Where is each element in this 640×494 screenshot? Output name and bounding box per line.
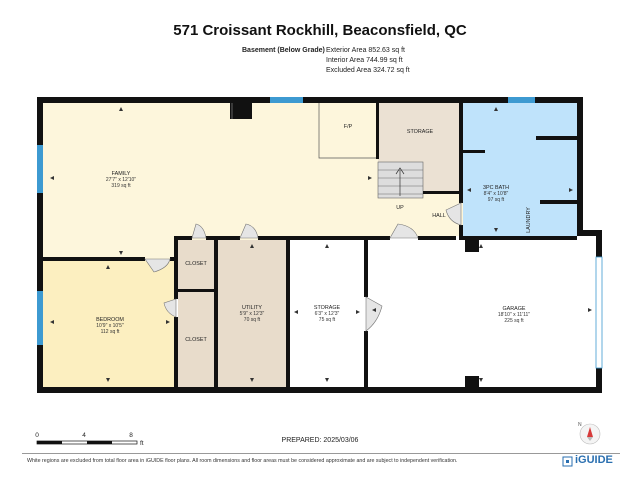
- prepared-date: PREPARED: 2025/03/06: [281, 437, 359, 444]
- room-bedroom-name: BEDROOM: [96, 317, 124, 323]
- scale-label-eight: 8: [129, 432, 133, 439]
- room-utility-area: 70 sq ft: [244, 317, 261, 323]
- room-utility-dims: 5'9" x 12'3": [240, 311, 265, 317]
- room-storage-low-name: STORAGE: [314, 305, 341, 311]
- room-storage-top-name: STORAGE: [407, 129, 434, 135]
- room-closet2-name: CLOSET: [185, 337, 207, 343]
- room-bedroom-area: 112 sq ft: [101, 329, 120, 335]
- disclaimer-text: White regions are excluded from total fl…: [27, 458, 458, 464]
- room-family-dims: 27'7" x 12'10": [106, 177, 136, 183]
- room-closet1-name: CLOSET: [185, 261, 207, 267]
- room-laundry-name: LAUNDRY: [526, 207, 532, 233]
- room-garage-area: 225 sq ft: [504, 318, 524, 324]
- room-bath-area: 97 sq ft: [488, 197, 505, 203]
- exterior-area: Exterior Area 852.63 sq ft: [326, 47, 405, 54]
- room-bedroom-dims: 10'9" x 10'5": [96, 323, 124, 329]
- svg-text:N: N: [578, 422, 582, 428]
- room-storage-low-area: 75 sq ft: [319, 317, 336, 323]
- room-garage-fill: [368, 240, 596, 387]
- scale-unit: ft: [140, 440, 144, 447]
- iguide-logo-icon: [562, 456, 573, 467]
- stairs-up-label: UP: [396, 205, 404, 211]
- interior-walls: [43, 103, 577, 387]
- room-storage-low-fill: [290, 240, 364, 387]
- windows: [37, 97, 603, 369]
- room-family-area: 319 sq ft: [111, 183, 131, 189]
- room-bath-dims: 8'4" x 10'8": [484, 191, 509, 197]
- doors: [144, 103, 462, 332]
- stairs: [377, 161, 424, 199]
- room-fp-name: F/P: [344, 124, 353, 130]
- compass-icon: N: [578, 422, 601, 445]
- room-closet2-fill: [178, 292, 214, 387]
- room-bath-name: 3PC BATH: [483, 185, 509, 191]
- room-closet1-fill: [178, 240, 214, 290]
- area-summary: Exterior Area 852.63 sq ft Interior Area…: [326, 46, 410, 76]
- scale-bar: [36, 440, 138, 445]
- excluded-area: Excluded Area 324.72 sq ft: [326, 67, 410, 74]
- scale-label-four: 4: [82, 432, 86, 439]
- brand-name: iGUIDE: [575, 454, 613, 466]
- room-family-fill: [43, 103, 378, 261]
- room-garage-dims: 18'10" x 11'11": [498, 312, 530, 318]
- room-garage-name: GARAGE: [502, 306, 525, 312]
- footer-divider: [22, 453, 620, 454]
- property-address: 571 Croissant Rockhill, Beaconsfield, QC: [173, 22, 467, 39]
- room-bedroom-fill: [43, 261, 176, 387]
- interior-area: Interior Area 744.99 sq ft: [326, 57, 403, 64]
- room-hall-name: HALL: [432, 213, 446, 219]
- floor-name: Basement (Below Grade): [242, 47, 325, 54]
- fireplace-outline: [318, 103, 378, 159]
- room-family-name: FAMILY: [112, 171, 131, 177]
- room-utility-name: UTILITY: [242, 305, 262, 311]
- scale-label-zero: 0: [35, 432, 39, 439]
- room-storage-low-dims: 6'3" x 12'3": [315, 311, 340, 317]
- room-utility-fill: [218, 240, 286, 387]
- dimension-arrows: [50, 107, 592, 382]
- room-bath-fill: [463, 103, 577, 236]
